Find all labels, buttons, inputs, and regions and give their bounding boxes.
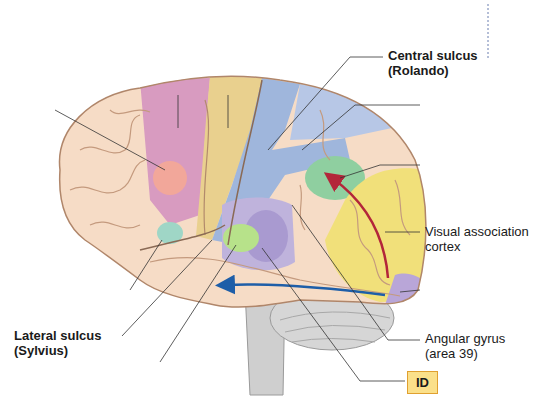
cerebellum-folia	[280, 312, 390, 342]
area-label: Angular gyrus (area 39)	[425, 331, 535, 361]
cortical-areas	[140, 76, 430, 310]
box-text: ID	[416, 375, 429, 390]
sulcus-label: Lateral sulcus (Sylvius)	[14, 328, 118, 358]
ventral-stream-arrow	[225, 285, 385, 295]
dorsal-stream-arrow	[332, 178, 388, 278]
dotted-rule	[488, 4, 489, 60]
sulcus-label: Central sulcus (Rolando)	[388, 48, 508, 78]
cerebrum-outline	[60, 76, 426, 307]
highlight-box: ID	[407, 371, 438, 394]
area-label: Visual association cortex	[425, 224, 543, 254]
gyri	[70, 80, 410, 296]
leader-lines	[55, 57, 420, 381]
